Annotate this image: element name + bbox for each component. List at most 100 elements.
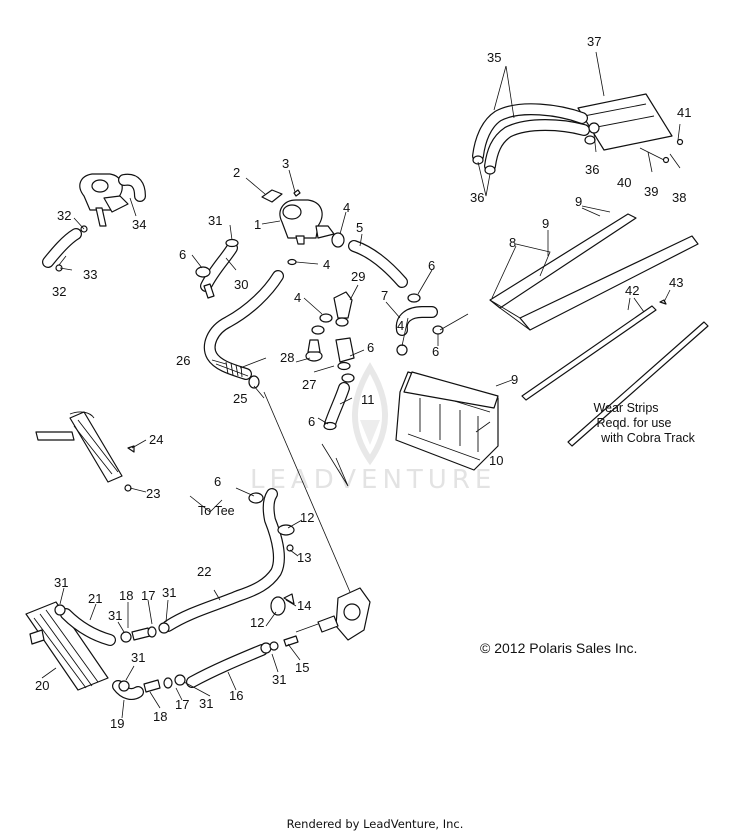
label-10: 10	[489, 453, 503, 468]
label-31: 31	[54, 575, 68, 590]
label-12: 12	[250, 615, 264, 630]
label-29: 29	[351, 269, 365, 284]
label-32: 32	[57, 208, 71, 223]
label-6: 6	[432, 344, 439, 359]
label-3: 3	[282, 156, 289, 171]
note-wear-strips-3: with Cobra Track	[600, 431, 696, 445]
hose-33	[42, 228, 82, 268]
label-15: 15	[295, 660, 309, 675]
copyright-text: © 2012 Polaris Sales Inc.	[480, 640, 637, 656]
label-9: 9	[511, 372, 518, 387]
label-6: 6	[428, 258, 435, 273]
screw-24	[127, 445, 135, 453]
label-36: 36	[470, 190, 484, 205]
label-7: 7	[381, 288, 388, 303]
hose-34	[118, 173, 146, 202]
clamp-13	[286, 544, 294, 552]
label-20: 20	[35, 678, 49, 693]
label-31: 31	[131, 650, 145, 665]
clamp-12-upper	[277, 524, 295, 536]
label-19: 19	[110, 716, 124, 731]
footer-text: Rendered by LeadVenture, Inc.	[287, 817, 464, 831]
clamp-12-lower	[270, 593, 295, 616]
label-17: 17	[175, 697, 189, 712]
bolts-38-41	[639, 138, 684, 164]
label-13: 13	[297, 550, 311, 565]
wear-strip-42-b	[567, 321, 709, 447]
housing-27	[335, 337, 355, 371]
fittings-17-18-31	[54, 604, 279, 693]
label-9: 9	[575, 194, 582, 209]
screw-3	[293, 189, 301, 197]
coupler-25	[248, 375, 260, 389]
cap-2	[261, 189, 283, 203]
label-41: 41	[677, 105, 691, 120]
part-labels: 1 2 3 4 4 4 4 5 6 6 6 6 6 6 7 8 9 9 9 10…	[35, 34, 691, 731]
label-31: 31	[162, 585, 176, 600]
label-43: 43	[669, 275, 683, 290]
heat-exchanger-10	[395, 371, 499, 471]
thermostat-28	[305, 325, 325, 362]
label-9: 9	[542, 216, 549, 231]
label-4: 4	[323, 257, 330, 272]
hose-16	[186, 644, 268, 688]
label-31: 31	[199, 696, 213, 711]
hose-22	[162, 488, 285, 632]
label-22: 22	[197, 564, 211, 579]
label-6: 6	[214, 474, 221, 489]
hose-7	[395, 306, 438, 336]
label-34: 34	[132, 217, 146, 232]
label-8: 8	[509, 235, 516, 250]
label-2: 2	[233, 165, 240, 180]
clamps-6-mid	[323, 373, 355, 431]
label-39: 39	[644, 184, 658, 199]
label-25: 25	[233, 391, 247, 406]
clamp-4-top	[287, 232, 345, 266]
note-wear-strips-2: Reqd. for use	[596, 416, 671, 430]
fitting-15	[283, 635, 299, 647]
label-16: 16	[229, 688, 243, 703]
label-4: 4	[343, 200, 350, 215]
label-30: 30	[234, 277, 248, 292]
hose-30	[200, 242, 238, 292]
label-24: 24	[149, 432, 163, 447]
label-17: 17	[141, 588, 155, 603]
label-21: 21	[88, 591, 102, 606]
label-42: 42	[625, 283, 639, 298]
label-28: 28	[280, 350, 294, 365]
label-31: 31	[208, 213, 222, 228]
label-4: 4	[397, 318, 404, 333]
coolant-bottle-small	[79, 173, 129, 227]
label-14: 14	[297, 598, 311, 613]
label-6: 6	[179, 247, 186, 262]
elbow-29	[333, 291, 353, 327]
label-27: 27	[302, 377, 316, 392]
label-40: 40	[617, 175, 631, 190]
label-36: 36	[585, 162, 599, 177]
label-33: 33	[83, 267, 97, 282]
label-38: 38	[672, 190, 686, 205]
clamp-6-left	[195, 266, 215, 299]
note-wear-strips-1: Wear Strips	[593, 401, 658, 415]
pump-housing-14	[317, 587, 371, 641]
heat-exchanger-37	[577, 93, 673, 151]
label-18: 18	[153, 709, 167, 724]
hose-11	[324, 382, 350, 430]
leader-lines	[41, 51, 681, 719]
note-to-tee: To Tee	[198, 504, 235, 518]
leadventure-watermark-logo	[351, 362, 389, 466]
hoses-35	[472, 103, 590, 172]
label-31: 31	[272, 672, 286, 687]
label-5: 5	[356, 220, 363, 235]
watermark-text: LEADVENTURE	[250, 465, 496, 495]
hose-5	[348, 240, 408, 288]
label-6: 6	[367, 340, 374, 355]
heat-exchanger-24	[35, 411, 123, 483]
label-37: 37	[587, 34, 601, 49]
clamp-31-top	[225, 238, 239, 248]
clamps-7	[396, 293, 444, 356]
label-4: 4	[294, 290, 301, 305]
label-6: 6	[308, 414, 315, 429]
rail-9-upper	[489, 213, 637, 309]
